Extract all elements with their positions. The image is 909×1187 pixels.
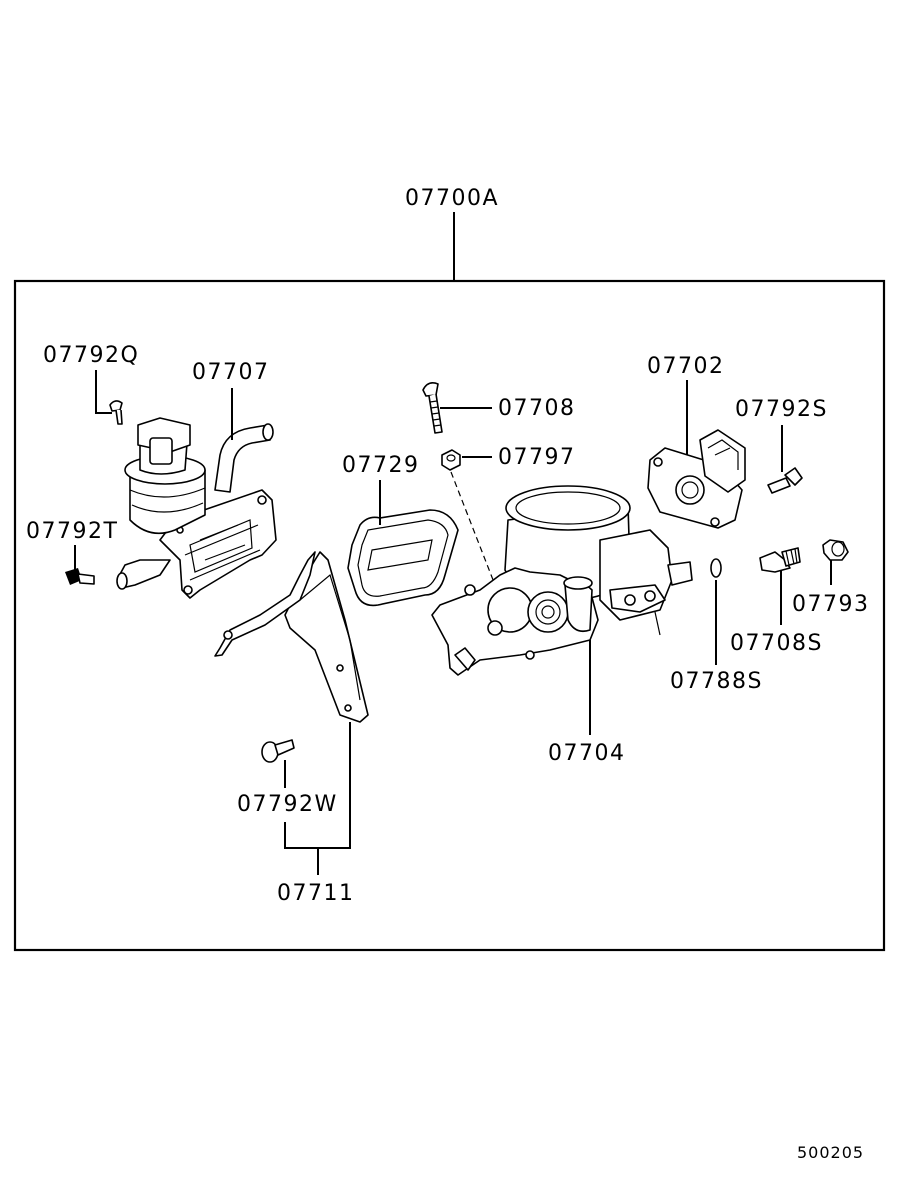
label-07707: 07707 (192, 360, 270, 385)
part-07729-drawing (347, 509, 459, 607)
label-07708S: 07708S (730, 631, 823, 656)
figure-reference: 500205 (797, 1143, 864, 1162)
label-07792T: 07792T (26, 519, 118, 544)
label-07788S: 07788S (670, 669, 763, 694)
label-07729: 07729 (342, 453, 420, 478)
part-07792Q-drawing (109, 400, 123, 425)
label-07797: 07797 (498, 445, 576, 470)
part-07707-drawing (116, 417, 277, 599)
label-07793: 07793 (792, 592, 870, 617)
leader-lines (74, 370, 832, 875)
assembly-label: 07700A (405, 186, 499, 211)
part-07797-drawing (441, 449, 496, 586)
part-07792S-drawing (767, 467, 803, 494)
part-07704-drawing (431, 485, 693, 676)
assembly-frame (13, 279, 886, 952)
label-07792W: 07792W (237, 792, 338, 817)
part-07792W-drawing (261, 739, 295, 763)
part-07708S-drawing (759, 547, 801, 573)
part-07702-drawing (647, 429, 746, 529)
label-07792Q: 07792Q (43, 343, 139, 368)
part-07793-drawing (822, 539, 849, 561)
label-07708: 07708 (498, 396, 576, 421)
label-07711: 07711 (277, 881, 355, 906)
part-07711-drawing (214, 551, 369, 723)
label-07704: 07704 (548, 741, 626, 766)
part-07792T-drawing (65, 568, 95, 585)
label-07702: 07702 (647, 354, 725, 379)
part-07788S-drawing (710, 558, 722, 578)
part-07708-drawing (422, 382, 443, 434)
label-07792S: 07792S (735, 397, 828, 422)
